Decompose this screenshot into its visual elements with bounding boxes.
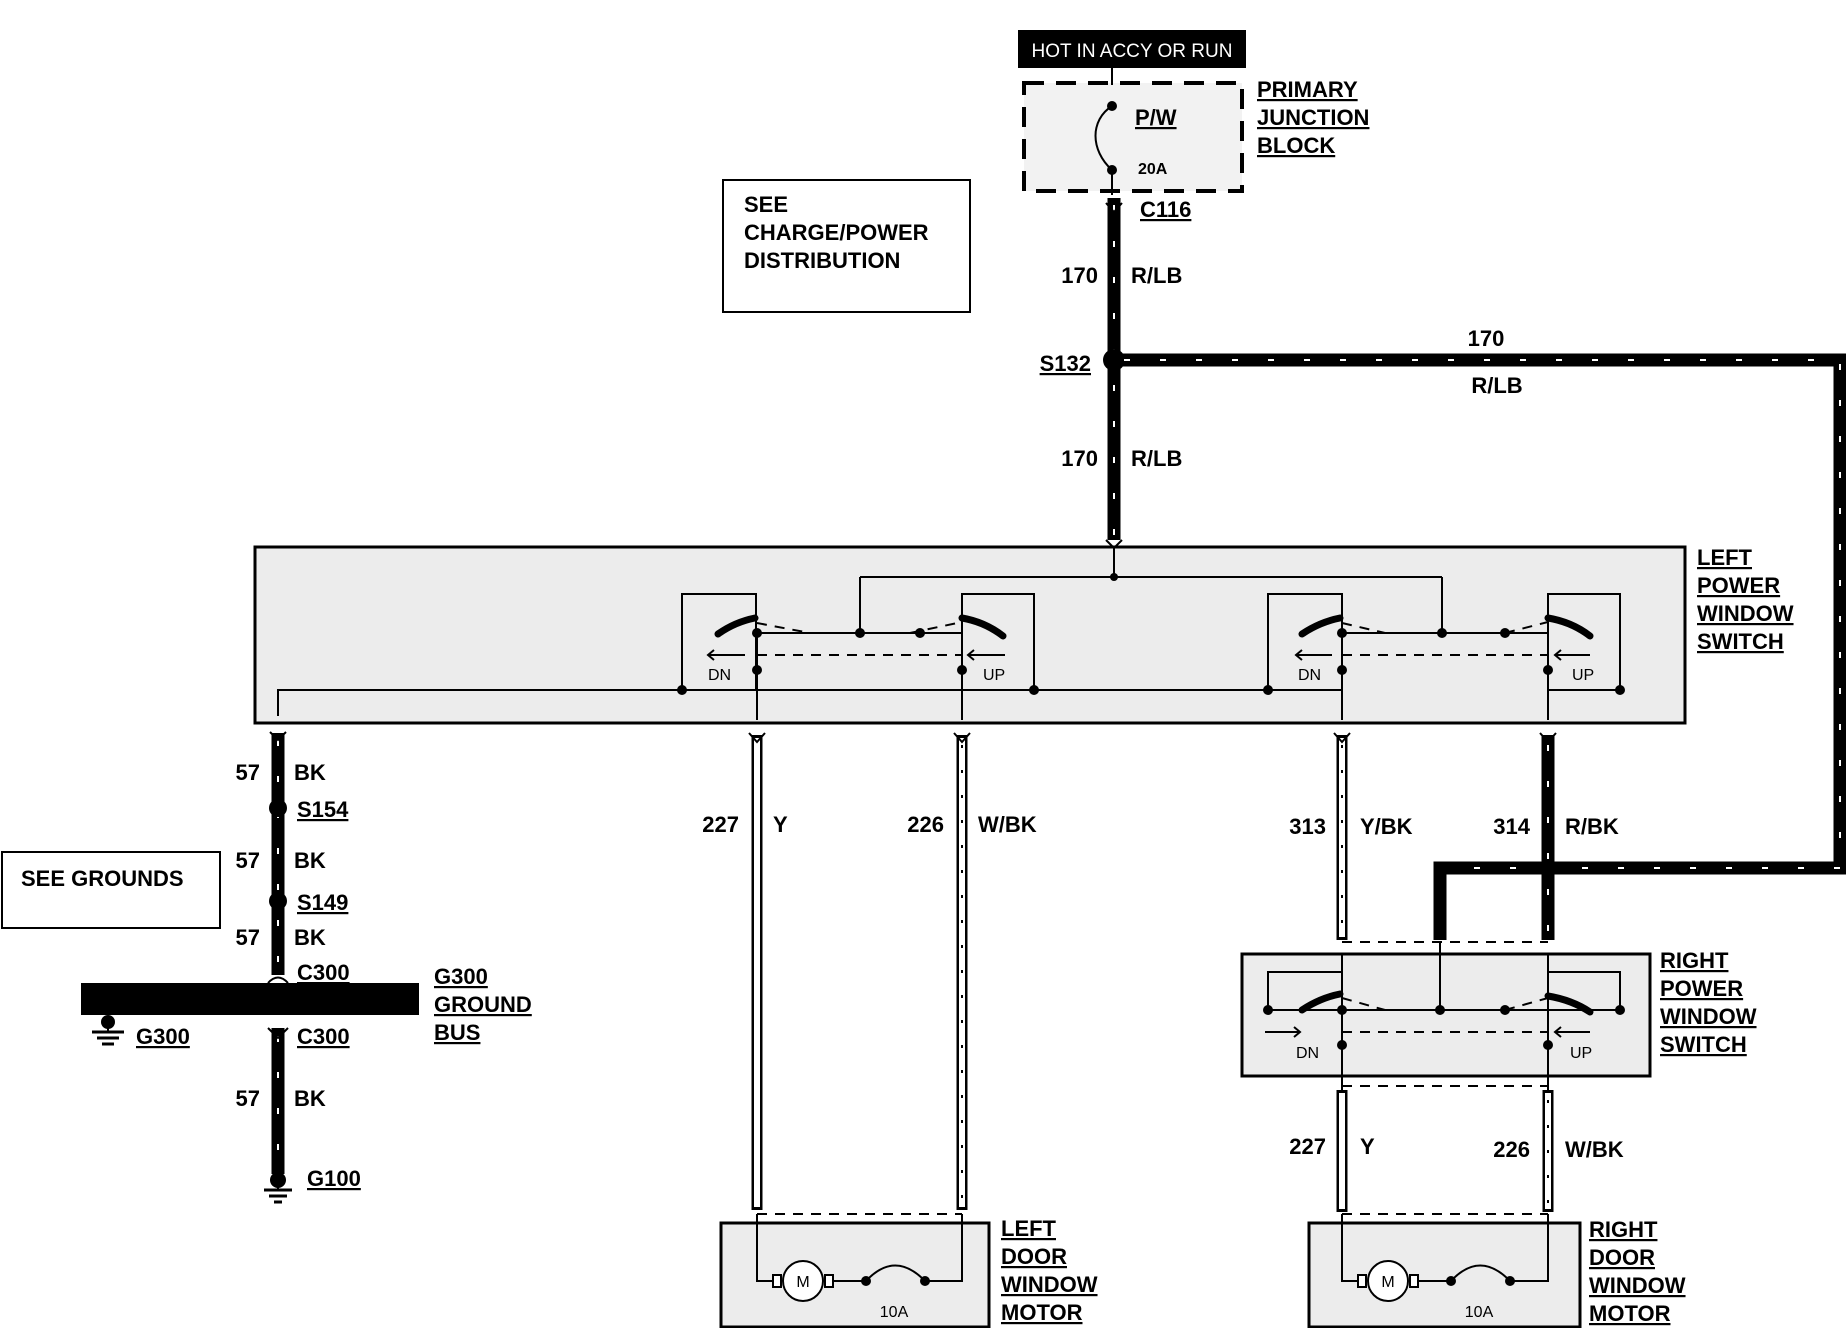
feed-right-circuit: 170 bbox=[1468, 326, 1505, 351]
left-switch-dn2: DN bbox=[1298, 667, 1321, 684]
left-switch-up2: UP bbox=[1572, 667, 1594, 684]
see-charge-line-2: CHARGE/POWER bbox=[744, 220, 929, 245]
feed-upper-color: R/LB bbox=[1131, 263, 1182, 288]
junction-block bbox=[1022, 81, 1244, 193]
fuse-icon bbox=[1094, 105, 1113, 171]
w314-circuit: 314 bbox=[1493, 814, 1530, 839]
see-charge-line-3: DISTRIBUTION bbox=[744, 248, 900, 273]
right-motor-title-3: WINDOW bbox=[1589, 1273, 1686, 1298]
splice-s154: S154 bbox=[297, 797, 349, 822]
left-switch-dn1: DN bbox=[708, 667, 731, 684]
see-grounds-box bbox=[1, 851, 221, 929]
feed-right-color: R/LB bbox=[1471, 373, 1522, 398]
right-switch-title-2: POWER bbox=[1660, 976, 1743, 1001]
w227-right-circuit: 227 bbox=[1289, 1134, 1326, 1159]
left-switch-title-3: WINDOW bbox=[1697, 601, 1794, 626]
splice-s149: S149 bbox=[297, 890, 348, 915]
junction-block-title-2: JUNCTION bbox=[1257, 105, 1369, 130]
right-motor-icon bbox=[1367, 1260, 1409, 1302]
right-switch-title-4: SWITCH bbox=[1660, 1032, 1747, 1057]
connector-c300-top: C300 bbox=[297, 960, 350, 985]
ground-g100: G100 bbox=[307, 1166, 361, 1191]
splice-s132: S132 bbox=[1040, 351, 1091, 376]
left-switch-title-2: POWER bbox=[1697, 573, 1780, 598]
w57d-color: BK bbox=[294, 1086, 326, 1111]
right-motor-symbol: M bbox=[1381, 1274, 1394, 1291]
w57a-circuit: 57 bbox=[236, 760, 260, 785]
junction-block-title-3: BLOCK bbox=[1257, 133, 1335, 158]
left-switch-up1: UP bbox=[983, 667, 1005, 684]
ground-bus bbox=[81, 983, 419, 1015]
left-motor-title-3: WINDOW bbox=[1001, 1272, 1098, 1297]
connector-c116: C116 bbox=[1140, 197, 1191, 222]
right-switch-box bbox=[1240, 952, 1652, 1078]
feed-lower-color: R/LB bbox=[1131, 446, 1182, 471]
right-motor-title-2: DOOR bbox=[1589, 1245, 1655, 1270]
left-switch-box bbox=[253, 545, 1687, 725]
w57d-circuit: 57 bbox=[236, 1086, 260, 1111]
right-motor-title-1: RIGHT bbox=[1589, 1217, 1658, 1242]
ground-g300: G300 bbox=[136, 1024, 190, 1049]
w226-left-color: W/BK bbox=[978, 812, 1037, 837]
left-motor-title-2: DOOR bbox=[1001, 1244, 1067, 1269]
see-charge-line-1: SEE bbox=[744, 192, 788, 217]
left-motor-box bbox=[719, 1221, 991, 1328]
right-switch-title-3: WINDOW bbox=[1660, 1004, 1757, 1029]
w226-left-circuit: 226 bbox=[907, 812, 944, 837]
w226-right-circuit: 226 bbox=[1493, 1137, 1530, 1162]
fuse-name: P/W bbox=[1135, 105, 1177, 130]
see-charge-box bbox=[722, 179, 971, 313]
w57b-circuit: 57 bbox=[236, 848, 260, 873]
right-switch-dn: DN bbox=[1296, 1045, 1319, 1062]
feed-upper-circuit: 170 bbox=[1061, 263, 1098, 288]
ground-g100-icon bbox=[264, 1172, 292, 1204]
right-switch-up: UP bbox=[1570, 1045, 1592, 1062]
w57b-color: BK bbox=[294, 848, 326, 873]
w57c-color: BK bbox=[294, 925, 326, 950]
w57a-color: BK bbox=[294, 760, 326, 785]
w314-color: R/BK bbox=[1565, 814, 1619, 839]
right-switch-title-1: RIGHT bbox=[1660, 948, 1729, 973]
left-switch-title-1: LEFT bbox=[1697, 545, 1753, 570]
junction-block-title-1: PRIMARY bbox=[1257, 77, 1358, 102]
feed-lower-circuit: 170 bbox=[1061, 446, 1098, 471]
ground-g300-icon bbox=[92, 1015, 124, 1046]
splice-s149-dot bbox=[269, 892, 287, 910]
right-motor-title-4: MOTOR bbox=[1589, 1301, 1671, 1326]
w313-color: Y/BK bbox=[1360, 814, 1413, 839]
w57c-circuit: 57 bbox=[236, 925, 260, 950]
splice-s154-dot bbox=[269, 799, 287, 817]
left-motor-title-4: MOTOR bbox=[1001, 1300, 1083, 1325]
left-motor-breaker: 10A bbox=[880, 1304, 909, 1321]
connector-c300-bottom: C300 bbox=[297, 1024, 350, 1049]
hot-label: HOT IN ACCY OR RUN bbox=[1032, 41, 1233, 62]
fuse-rating: 20A bbox=[1138, 161, 1168, 178]
see-grounds: SEE GROUNDS bbox=[21, 866, 184, 891]
w227-left-color: Y bbox=[773, 812, 788, 837]
hot-label-box bbox=[1018, 30, 1246, 68]
ground-bus-title-3: BUS bbox=[434, 1020, 480, 1045]
left-motor-icon bbox=[782, 1260, 824, 1302]
w227-left-circuit: 227 bbox=[702, 812, 739, 837]
right-motor-box bbox=[1307, 1221, 1582, 1328]
w226-right-color: W/BK bbox=[1565, 1137, 1624, 1162]
w227-right-color: Y bbox=[1360, 1134, 1375, 1159]
left-switch-title-4: SWITCH bbox=[1697, 629, 1784, 654]
w313-circuit: 313 bbox=[1289, 814, 1326, 839]
ground-bus-title-1: G300 bbox=[434, 964, 488, 989]
ground-bus-title-2: GROUND bbox=[434, 992, 532, 1017]
left-motor-symbol: M bbox=[796, 1274, 809, 1291]
left-motor-title-1: LEFT bbox=[1001, 1216, 1057, 1241]
right-motor-breaker: 10A bbox=[1465, 1304, 1494, 1321]
